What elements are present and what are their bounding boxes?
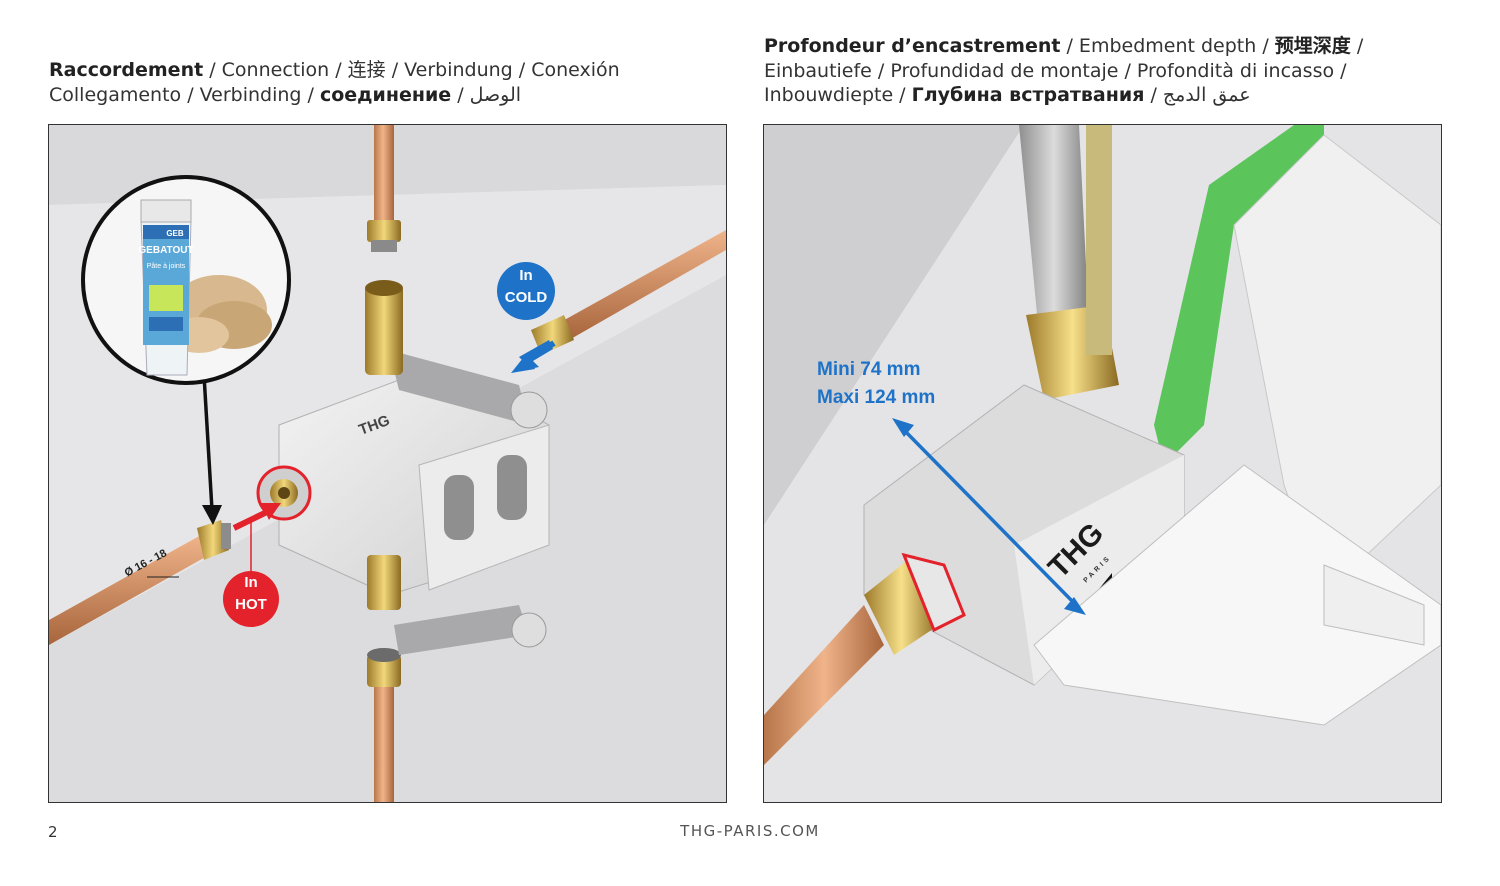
tube-product-subtitle: Pâte à joints: [147, 263, 186, 270]
connection-heading-line1: Raccordement / Connection / 连接 / Verbind…: [49, 59, 620, 81]
connection-illustration-svg: Ø 16 - 18 THG In COLD: [49, 125, 726, 802]
callout-pointer-line: [202, 374, 214, 511]
connection-illustration: Ø 16 - 18 THG In COLD: [48, 124, 727, 803]
hot-flow-arrow: [232, 507, 273, 531]
footer-website: THG-PARIS.COM: [680, 822, 820, 840]
cold-badge-line2: COLD: [505, 289, 548, 306]
valve-bottom-outlet: [367, 555, 401, 610]
cold-inlet-badge: [497, 262, 555, 320]
tube-brand: GEB: [166, 229, 184, 238]
upper-cartridge: [389, 350, 529, 425]
hot-copper-pipe: [49, 535, 209, 645]
embedment-heading-line1: Profondeur d’encastrement / Embedment de…: [764, 35, 1364, 57]
top-copper-pipe: [374, 125, 394, 225]
embedment-depth-arrow: [902, 428, 1078, 607]
bottom-copper-pipe: [374, 685, 394, 802]
finish-plate: [1033, 464, 1441, 726]
hot-badge-line1: In: [244, 574, 257, 591]
embedment-heading-line2: Einbautiefe / Profundidad de montaje / P…: [764, 59, 1347, 82]
bottom-brass-fitting: [367, 655, 401, 687]
valve-slot-right: [497, 455, 527, 520]
green-mounting-template: [1154, 125, 1324, 465]
embedment-heading-line3: Inbouwdiepte / Глубина встратвания / عمق…: [764, 84, 1251, 106]
lower-cartridge: [394, 605, 529, 655]
connection-heading-line2: Collegamento / Verbinding / соединение /…: [49, 83, 522, 106]
hot-inlet-badge: [223, 571, 279, 627]
top-brass-fitting: [367, 220, 401, 242]
valve-slot-left: [444, 475, 474, 540]
embedment-illustration-svg: THG PARIS Mini 74 mm Maxi 124 mm: [764, 125, 1441, 802]
template-cover-plate: [1233, 134, 1441, 596]
connection-heading: Raccordement / Connection / 连接 / Verbind…: [49, 58, 729, 107]
cold-copper-pipe: [559, 230, 726, 340]
page-number: 2: [48, 823, 58, 841]
cold-badge-line1: In: [519, 267, 532, 284]
lower-copper-pipe: [764, 605, 884, 765]
embedment-depth-heading: Profondeur d’encastrement / Embedment de…: [764, 34, 1464, 108]
depth-max-label: Maxi 124 mm: [817, 387, 935, 408]
embedment-depth-illustration: THG PARIS Mini 74 mm Maxi 124 mm: [763, 124, 1442, 803]
depth-min-label: Mini 74 mm: [817, 359, 920, 380]
valve-top-inlet: [365, 285, 403, 375]
tube-product-name: GEBATOUT: [138, 245, 193, 256]
vertical-supply-pipe: [1019, 125, 1089, 335]
hot-badge-line2: HOT: [235, 596, 267, 613]
